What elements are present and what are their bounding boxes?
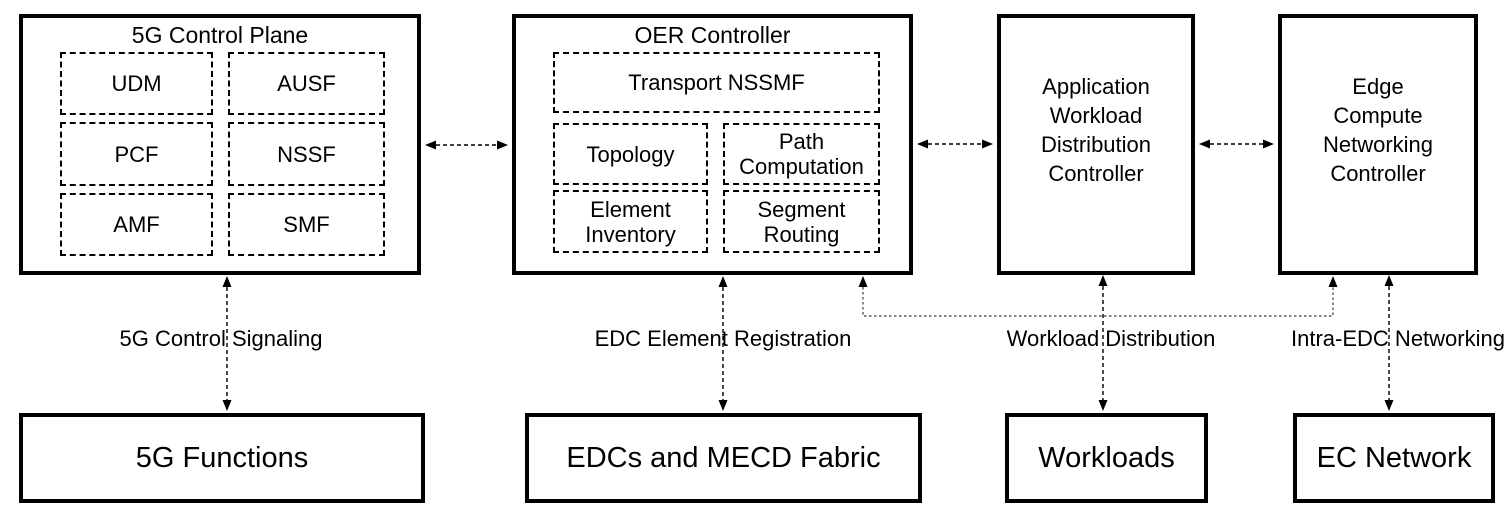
box-workloads: Workloads — [1005, 413, 1208, 503]
ecnc-text-line: Networking — [1322, 132, 1434, 157]
box-awdc: Application Workload Distribution Contro… — [997, 14, 1195, 275]
module-segment-routing: Segment Routing — [723, 190, 880, 253]
box-ecnc: Edge Compute Networking Controller — [1278, 14, 1478, 275]
box-edcs-mecd-fabric: EDCs and MECD Fabric — [525, 413, 922, 503]
module-pcf: PCF — [60, 122, 213, 186]
box-5g-functions: 5G Functions — [19, 413, 425, 503]
awdc-text-line: Application — [1042, 74, 1150, 99]
connector-label-workload-distribution: Workload Distribution — [1006, 326, 1216, 351]
box-oer-controller-title: OER Controller — [634, 22, 791, 48]
ecnc-text-line: Compute — [1333, 103, 1423, 128]
module-smf: SMF — [228, 193, 385, 256]
box-edcs-mecd-fabric-label: EDCs and MECD Fabric — [566, 441, 881, 474]
oer-module-area: Transport NSSMF Topology Path Computatio… — [553, 52, 880, 253]
arrow-oer-ecnc-elbow — [858, 276, 1338, 317]
module-nssf: NSSF — [228, 122, 385, 186]
awdc-text-line: Controller — [1048, 161, 1144, 186]
awdc-text-line: Distribution — [1040, 132, 1152, 157]
box-5g-functions-label: 5G Functions — [135, 441, 309, 474]
arrow-awdc-ecnc — [1199, 139, 1274, 149]
box-oer-controller: OER Controller Transport NSSMF Topology … — [512, 14, 913, 275]
arrow-oer-awdc — [917, 139, 993, 149]
module-ausf: AUSF — [228, 52, 385, 115]
ecnc-text: Edge Compute Networking Controller — [1282, 72, 1474, 188]
awdc-text: Application Workload Distribution Contro… — [1001, 72, 1191, 188]
connector-label-5g-control-signaling: 5G Control Signaling — [119, 326, 323, 351]
module-transport-nssmf: Transport NSSMF — [553, 52, 880, 113]
box-5g-control-plane: 5G Control Plane UDM AUSF PCF NSSF AMF S… — [19, 14, 421, 275]
module-amf: AMF — [60, 193, 213, 256]
box-ec-network-label: EC Network — [1316, 441, 1472, 474]
module-element-inventory: Element Inventory — [553, 190, 708, 253]
module-path-computation: Path Computation — [723, 123, 880, 185]
arrow-cp-oer — [425, 140, 508, 150]
box-5g-control-plane-title: 5G Control Plane — [131, 22, 309, 48]
ecnc-text-line: Edge — [1352, 74, 1404, 99]
control-plane-module-grid: UDM AUSF PCF NSSF AMF SMF — [60, 52, 385, 256]
box-workloads-label: Workloads — [1038, 441, 1175, 474]
connector-label-intra-edc-networking: Intra-EDC Networking — [1291, 326, 1505, 351]
module-topology: Topology — [553, 123, 708, 185]
oer-module-grid: Topology Path Computation Element Invent… — [553, 123, 880, 253]
module-udm: UDM — [60, 52, 213, 115]
awdc-text-line: Workload — [1049, 103, 1143, 128]
ecnc-text-line: Controller — [1330, 161, 1426, 186]
connector-label-edc-element-registration: EDC Element Registration — [594, 326, 852, 351]
box-ec-network: EC Network — [1293, 413, 1495, 503]
